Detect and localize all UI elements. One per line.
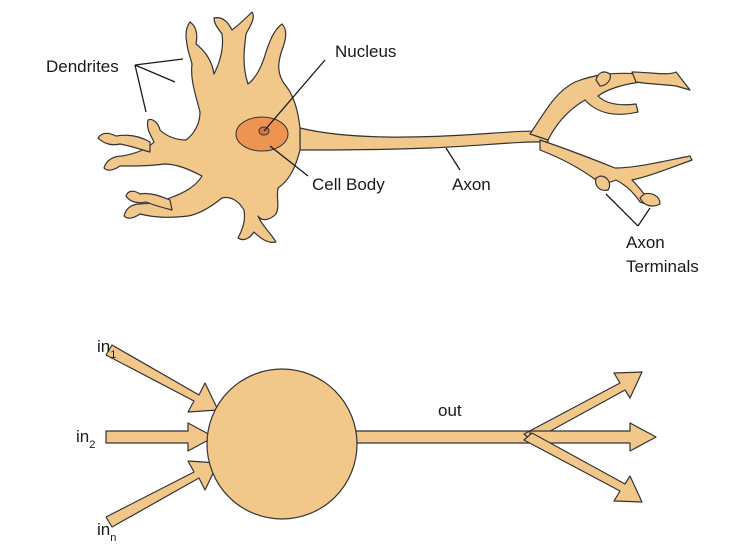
input-arrow-2 (105, 422, 215, 452)
dendrite-sprig-bottom-left (125, 190, 173, 211)
leader-dendrites-1 (134, 58, 184, 66)
axon-terminal-lower-knob-1 (595, 175, 611, 191)
input-label-n-base: in (97, 520, 110, 539)
input-arrow-n (105, 460, 219, 528)
output-trunk (349, 430, 531, 444)
input-label-2-base: in (76, 427, 89, 446)
output-arrow-lower (523, 432, 643, 503)
cell-body-shape (103, 11, 301, 243)
axon-terminal-upper-knob (595, 71, 611, 87)
input-label-1-base: in (97, 337, 110, 356)
input-label-2: in2 (76, 427, 95, 451)
label-axon: Axon (452, 175, 491, 194)
leader-axon-terminals-2 (637, 207, 651, 227)
neuron-node-circle (206, 368, 358, 520)
leader-dendrites-3 (134, 64, 147, 113)
leader-axon (445, 147, 461, 171)
leader-dendrites-2 (134, 64, 176, 83)
axon-terminal-upper-tip (631, 71, 691, 91)
label-cell-body: Cell Body (312, 175, 385, 194)
input-label-1-sub: 1 (110, 349, 116, 361)
label-axon-terminals-line1: Axon (626, 233, 665, 252)
input-arrow-1 (105, 344, 219, 413)
label-axon-terminals-line2: Terminals (626, 257, 699, 276)
biological-neuron (97, 11, 693, 243)
input-label-2-sub: 2 (89, 439, 95, 451)
leader-cell-body (269, 145, 309, 177)
artificial-neuron (105, 344, 657, 528)
axon-branch-upper (529, 72, 643, 141)
dendrite-sprig-left (97, 132, 151, 153)
axon-branch-lower (539, 139, 693, 207)
input-label-n-sub: n (110, 532, 116, 544)
axon-shaft (299, 127, 549, 151)
neuron-leaders (134, 58, 651, 227)
input-label-n: inn (97, 520, 116, 544)
label-dendrites: Dendrites (46, 57, 119, 76)
leader-axon-terminals-1 (605, 193, 639, 227)
leader-nucleus (263, 59, 326, 132)
input-label-1: in1 (97, 337, 116, 361)
label-nucleus: Nucleus (335, 42, 396, 61)
output-label: out (438, 401, 462, 420)
axon-terminal-lower-knob-2 (639, 192, 661, 207)
